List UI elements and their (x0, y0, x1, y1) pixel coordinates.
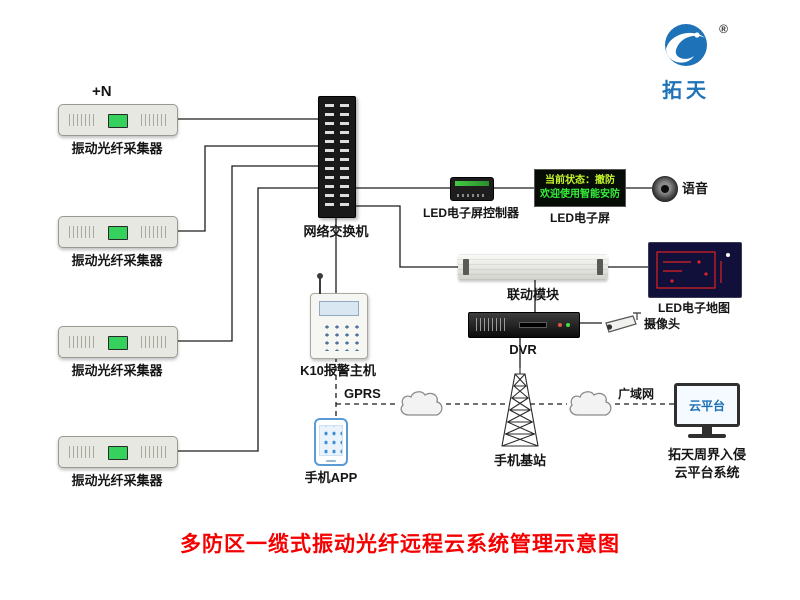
cloud-system-label-line2: 云平台系统 (674, 465, 740, 480)
dvr-label: DVR (509, 342, 537, 357)
switch-label: 网络交换机 (303, 224, 369, 239)
led-controller-pins (457, 194, 487, 197)
collector-label-2: 振动光纤采集器 (71, 253, 163, 268)
gprs-label: GPRS (344, 386, 381, 401)
k10-alarm-host-device (310, 273, 368, 359)
vent-texture (69, 446, 95, 458)
vent-texture (141, 114, 167, 126)
led-map-graphic (656, 251, 730, 289)
dvr-status-leds (566, 323, 570, 327)
wan-label: 广域网 (618, 387, 655, 401)
led-display-line1: 当前状态：撤防 (545, 175, 615, 186)
led-controller-device (450, 177, 494, 201)
monitor-neck (702, 427, 712, 434)
led-map-device (648, 242, 742, 298)
phone-app-label: 手机APP (304, 470, 358, 485)
led-controller-stripe (455, 181, 489, 186)
cell-tower-icon (501, 366, 539, 447)
collector-label-4: 振动光纤采集器 (71, 473, 163, 488)
collector-screen (108, 336, 128, 350)
k10-label: K10报警主机 (300, 363, 376, 378)
phone-screen (319, 425, 343, 456)
k10-lcd (319, 301, 359, 316)
base-station-label: 手机基站 (493, 453, 546, 468)
antenna-tip (317, 273, 323, 279)
vent-texture (69, 114, 95, 126)
diagram-title: 多防区一缆式振动光纤远程云系统管理示意图 (180, 533, 620, 556)
mobile-phone-icon (314, 418, 348, 466)
module-cap (463, 259, 469, 275)
speaker-cone (661, 185, 669, 193)
dvr-vent (476, 318, 506, 331)
registered-mark: ® (719, 22, 728, 36)
collector-screen (108, 114, 128, 128)
plus-n-label: +N (92, 83, 112, 100)
brand-logo: ® 拓天 (638, 22, 734, 103)
led-controller-label: LED电子屏控制器 (422, 206, 519, 220)
k10-keypad (319, 321, 359, 351)
switch-ports (340, 104, 349, 210)
vibration-collector-device-3 (58, 326, 178, 358)
vent-texture (141, 446, 167, 458)
led-display-device: 当前状态：撤防 欢迎使用智能安防 (534, 169, 626, 207)
collector-screen (108, 446, 128, 460)
linkage-module-device (458, 254, 608, 280)
monitor-base (688, 434, 726, 438)
antenna-icon (319, 277, 321, 294)
phone-home-button (326, 460, 336, 462)
led-display-line2: 欢迎使用智能安防 (540, 189, 620, 200)
module-cap (597, 259, 603, 275)
dvr-slot (519, 322, 547, 328)
camera-icon (605, 312, 641, 333)
monitor-screen: 云平台 (674, 383, 740, 427)
vent-texture (69, 226, 95, 238)
network-switch-device (318, 96, 356, 218)
linkage-label: 联动模块 (506, 287, 559, 302)
vent-texture (141, 336, 167, 348)
collector-screen (108, 226, 128, 240)
led-display-label: LED电子屏 (549, 211, 610, 225)
brand-logo-icon (665, 24, 707, 66)
cloud-icon-right (569, 391, 612, 416)
voice-label: 语音 (682, 181, 709, 196)
camera-label: 摄像头 (644, 317, 681, 331)
cloud-icon-left (400, 391, 443, 416)
led-map-label: LED电子地图 (657, 301, 730, 315)
vibration-collector-device-1 (58, 104, 178, 136)
dvr-device (468, 312, 580, 338)
collector-label-1: 振动光纤采集器 (71, 141, 163, 156)
vent-texture (141, 226, 167, 238)
collector-label-3: 振动光纤采集器 (71, 363, 163, 378)
vibration-collector-device-2 (58, 216, 178, 248)
speaker-icon (652, 176, 678, 202)
switch-ports (325, 104, 334, 210)
brand-name: 拓天 (662, 80, 710, 102)
cloud-platform-monitor: 云平台 (674, 383, 740, 438)
cloud-system-label-line1: 拓天周界入侵 (667, 447, 746, 462)
vent-texture (69, 336, 95, 348)
vibration-collector-device-4 (58, 436, 178, 468)
